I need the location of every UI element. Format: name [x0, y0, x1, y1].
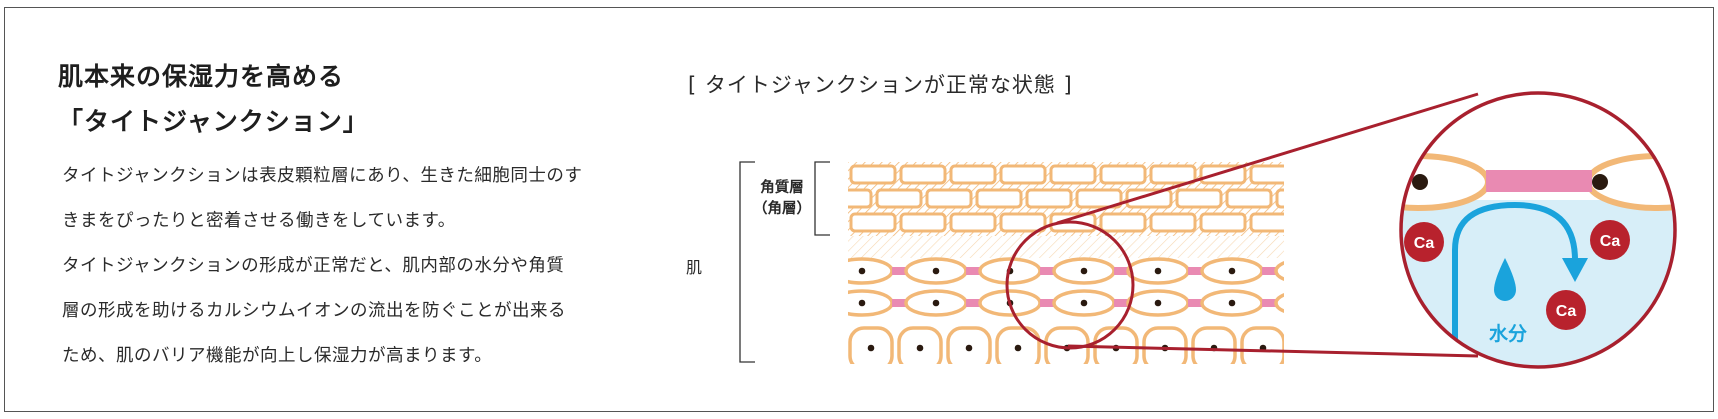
magnified-view	[1401, 93, 1675, 367]
title-line-2: 「タイトジャンクション」	[58, 107, 369, 136]
tight-junction	[1188, 267, 1202, 275]
water-label: 水分	[1489, 323, 1527, 345]
description-line: ため、肌のバリア機能が向上し保湿力が高まります。	[62, 346, 493, 366]
cell-nucleus	[858, 267, 866, 275]
corneocyte	[1049, 164, 1097, 185]
svg-text:Ca: Ca	[1414, 235, 1435, 252]
cell-nucleus	[932, 267, 940, 275]
granular-cell	[1274, 260, 1284, 282]
corneocyte	[1075, 188, 1123, 209]
tight-junction	[892, 267, 906, 275]
arrowhead-icon	[1562, 258, 1588, 282]
tight-junction	[1114, 267, 1128, 275]
tight-junction	[1040, 267, 1054, 275]
cell-nucleus	[1309, 345, 1316, 352]
cell-nucleus	[858, 299, 866, 307]
calcium-ion: Ca	[1404, 222, 1444, 262]
corneocyte	[849, 212, 897, 233]
stratum-label: 角質層 （角層）	[753, 180, 811, 217]
corneocyte	[875, 188, 923, 209]
cell-nucleus	[965, 344, 973, 352]
tight-junction	[1336, 299, 1350, 307]
cell-nucleus	[1228, 299, 1236, 307]
tight-junction	[966, 267, 980, 275]
corneocyte	[899, 164, 947, 185]
cell-nucleus	[1080, 267, 1088, 275]
corneocyte	[949, 212, 997, 233]
description-line: タイトジャンクションの形成が正常だと、肌内部の水分や角質	[62, 256, 565, 276]
cell-nucleus	[1154, 267, 1162, 275]
corneocyte	[1199, 212, 1247, 233]
corneocyte	[899, 212, 947, 233]
content-frame	[4, 7, 1714, 412]
stratum-bracket	[814, 161, 830, 236]
cell-nucleus	[1014, 344, 1022, 352]
corneocyte	[925, 188, 973, 209]
tight-junction	[966, 299, 980, 307]
cell-nucleus	[1303, 300, 1310, 307]
cell-nucleus	[1303, 268, 1310, 275]
corneocyte	[849, 164, 897, 185]
granular-cell	[1274, 292, 1284, 314]
corneocyte	[949, 164, 997, 185]
corneocyte	[1275, 188, 1284, 209]
tight-junction	[1188, 299, 1202, 307]
calcium-ion: Ca	[1590, 220, 1630, 260]
cell-nucleus	[1358, 345, 1365, 352]
water-drop-icon	[1494, 258, 1516, 301]
cell-nucleus	[867, 344, 875, 352]
tight-junction	[1336, 267, 1350, 275]
basal-cell	[1291, 328, 1333, 370]
corneocyte	[1125, 188, 1173, 209]
corneocyte	[1225, 188, 1273, 209]
corneocyte	[975, 188, 1023, 209]
tight-junction	[892, 299, 906, 307]
corneocyte	[848, 188, 873, 209]
title-line-1: 肌本来の保湿力を高める	[58, 62, 345, 91]
corneocyte	[1249, 164, 1284, 185]
cell-nucleus	[1228, 267, 1236, 275]
tight-junction	[1040, 299, 1054, 307]
cell-nucleus	[1154, 299, 1162, 307]
calcium-ion: Ca	[1546, 290, 1586, 330]
cell-nucleus	[1080, 299, 1088, 307]
callout-line-bottom	[1067, 344, 1479, 358]
tight-junction	[1262, 267, 1276, 275]
tight-junction	[1486, 170, 1592, 192]
description-line: 層の形成を助けるカルシウムイオンの流出を防ぐことが出来る	[62, 301, 566, 321]
corneocyte	[999, 212, 1047, 233]
description-line: きまをぴったりと密着させる働きをしています。	[62, 211, 456, 231]
corneocyte	[1175, 188, 1223, 209]
corneocyte	[1249, 212, 1284, 233]
corneocyte	[1025, 188, 1073, 209]
zoom-source-circle	[1005, 220, 1135, 350]
tight-junction	[1262, 299, 1276, 307]
corneocyte	[1099, 164, 1147, 185]
description-line: タイトジャンクションは表皮顆粒層にあり、生きた細胞同士のす	[62, 166, 583, 186]
cell-nucleus	[916, 344, 924, 352]
svg-text:Ca: Ca	[1556, 303, 1577, 320]
skin-bracket	[739, 161, 755, 363]
basal-cell	[1340, 328, 1382, 370]
corneocyte	[1149, 212, 1197, 233]
magnified-circle	[1399, 91, 1677, 369]
corneocyte	[1099, 212, 1147, 233]
callout-line-top	[1056, 92, 1479, 225]
skin-label: 肌	[686, 258, 703, 277]
corneocyte	[1149, 164, 1197, 185]
corneocyte	[999, 164, 1047, 185]
water-arrow	[1452, 201, 1578, 345]
diagram-caption: [ タイトジャンクションが正常な状態 ]	[688, 73, 1073, 97]
cell-nucleus	[932, 299, 940, 307]
tight-junction	[1114, 299, 1128, 307]
svg-text:Ca: Ca	[1600, 233, 1621, 250]
